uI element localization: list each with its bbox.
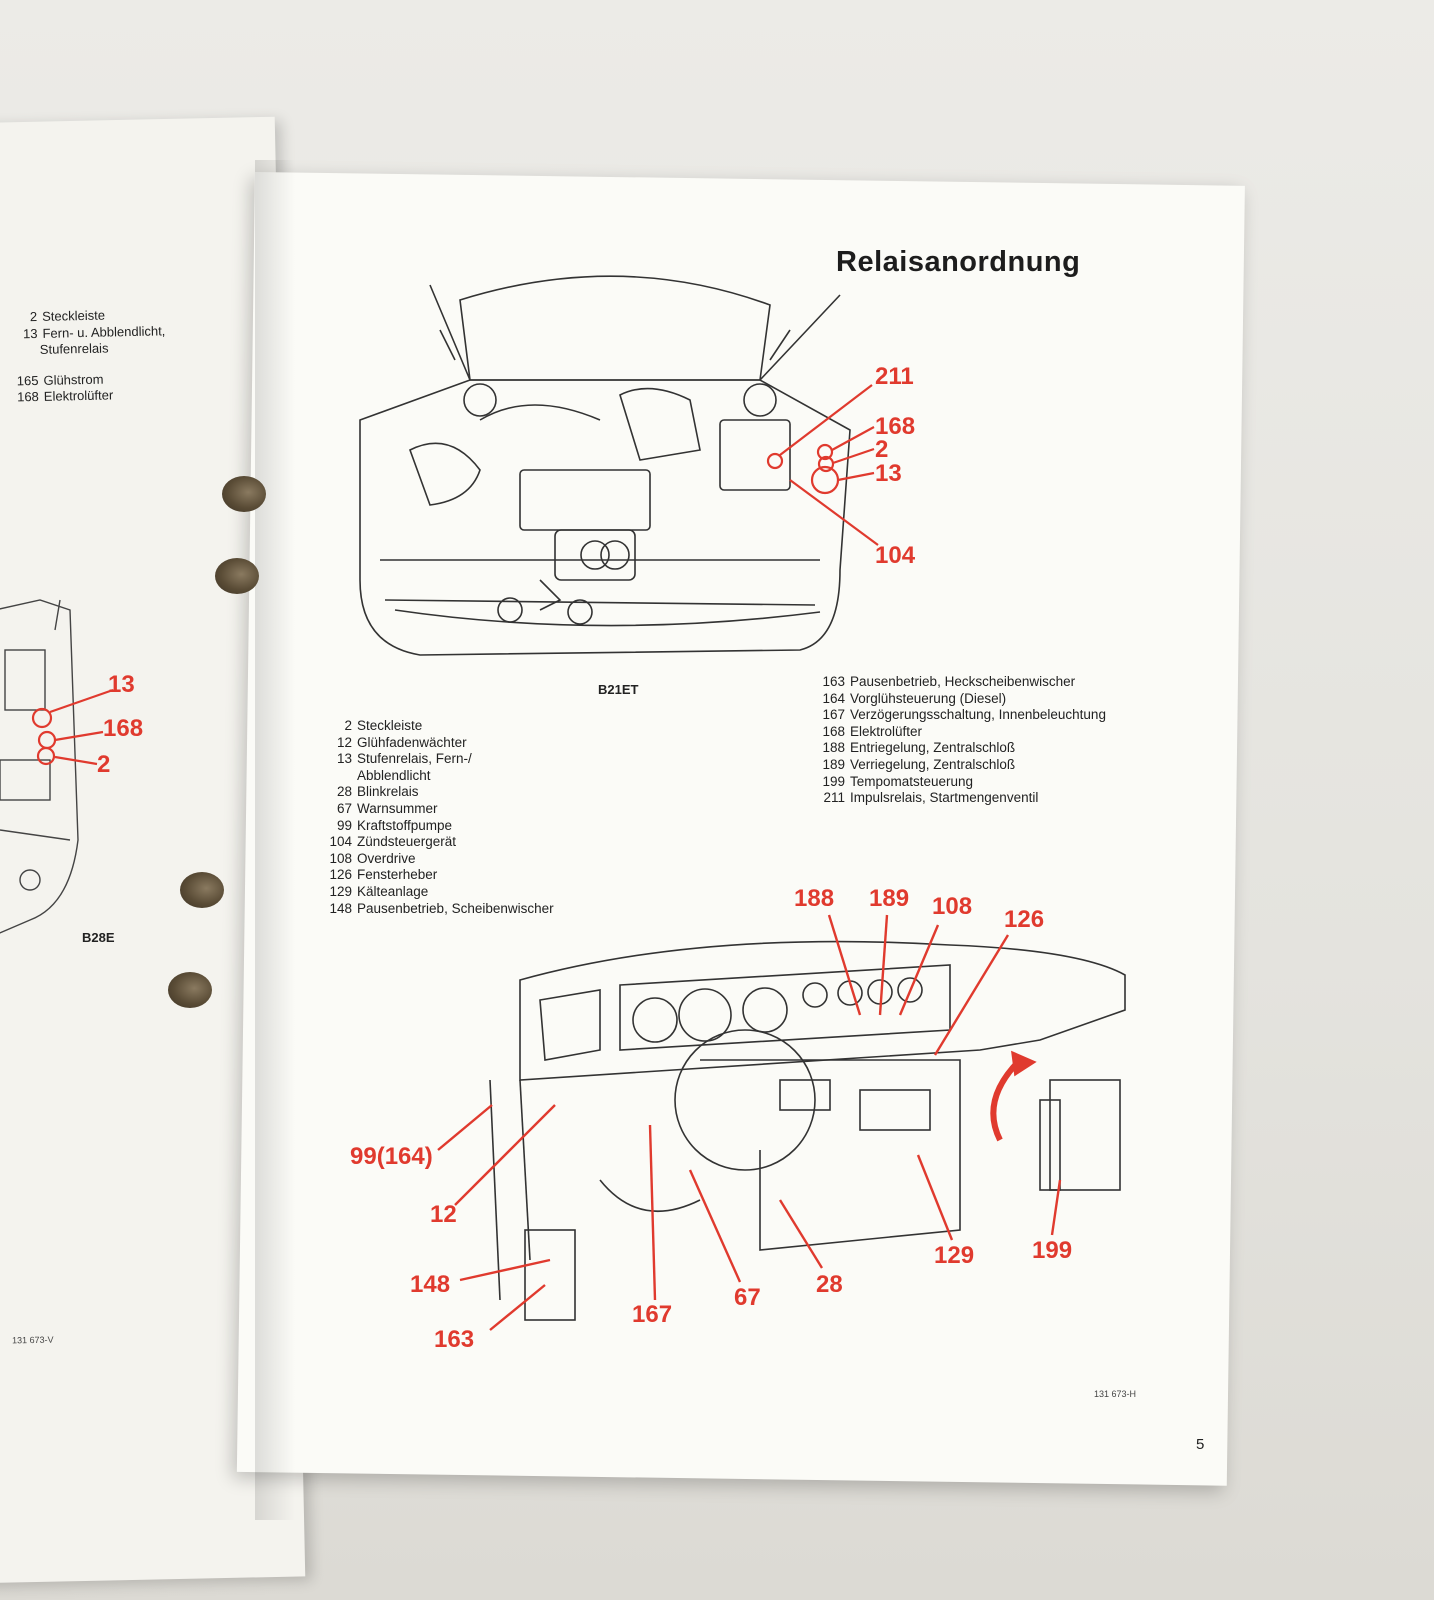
callout-99-164: 99(164) [350,1143,433,1170]
binder-hole [180,872,224,908]
page-title: Relaisanordnung [836,246,1081,278]
engine-bay-drawing [359,275,851,656]
callout-129: 129 [934,1242,974,1269]
callout-108: 108 [932,893,972,920]
callout-126: 126 [1004,906,1044,933]
callout-104: 104 [875,542,916,569]
legend-item: Abblendlicht [357,767,431,783]
callout-167: 167 [632,1301,672,1328]
left-callout-168: 168 [103,715,143,742]
callout-199: 199 [1032,1237,1072,1264]
dashboard-drawing [489,940,1126,1321]
callout-13: 13 [875,460,902,487]
page-number: 5 [1196,1436,1205,1453]
callout-188: 188 [794,885,834,912]
left-engine-drawing [0,599,79,934]
callout-2: 2 [875,436,888,463]
left-figure-caption: B28E [82,930,115,945]
left-callout-markers [31,688,114,766]
callout-67: 67 [734,1284,761,1311]
left-figure-ref: 131 673-V [11,1334,54,1346]
callout-211: 211 [875,363,914,390]
engine-callout-markers [766,384,879,546]
binder-hole [215,558,259,594]
callout-148: 148 [410,1271,450,1298]
binder-hole [222,476,266,512]
left-callout-13: 13 [108,671,135,698]
callout-189: 189 [869,885,909,912]
dash-callout-lines [437,914,1062,1331]
callout-12: 12 [430,1201,457,1228]
callout-28: 28 [816,1271,843,1298]
engine-figure-caption: B21ET [598,682,639,697]
dash-figure-ref: 131 673-H [1094,1389,1137,1399]
callout-168: 168 [875,413,915,440]
binding-gutter [255,160,295,1520]
left-callout-2: 2 [97,751,110,778]
binder-hole [168,972,212,1008]
callout-163: 163 [434,1326,474,1353]
